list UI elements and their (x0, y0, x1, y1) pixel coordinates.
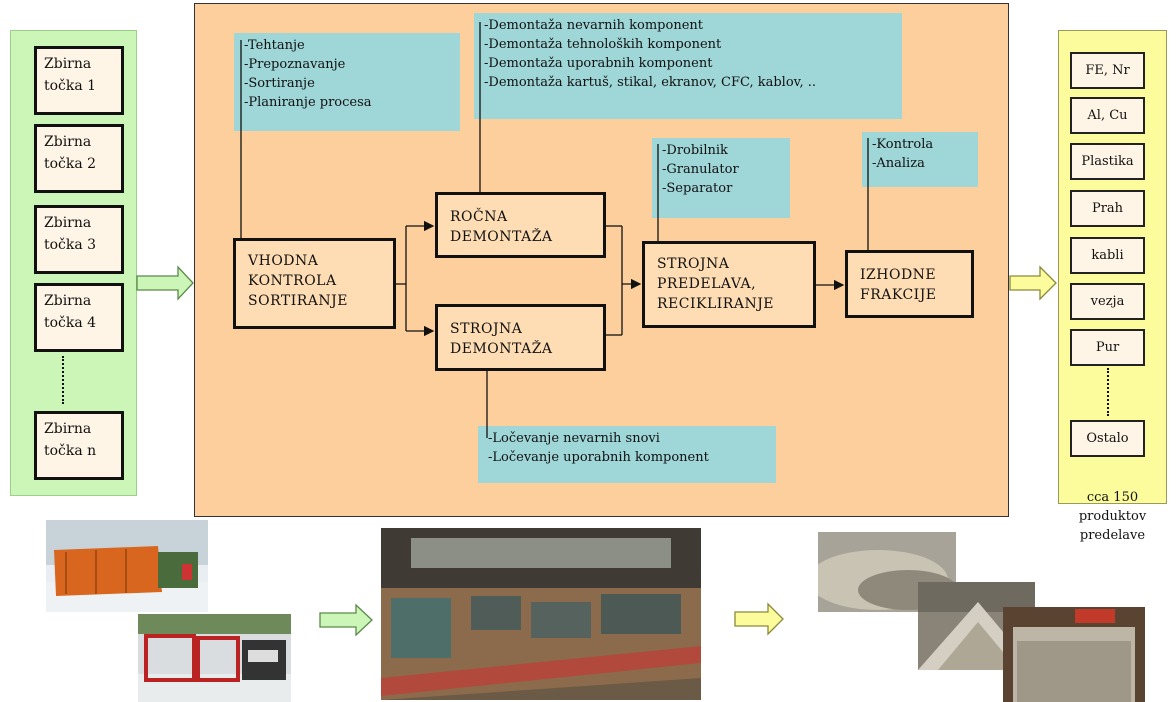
note-line: -Analiza (872, 156, 925, 171)
fraction-box: Prah (1070, 190, 1145, 227)
fraction-box: FE, Nr (1070, 52, 1145, 89)
ellipsis-dots (1107, 368, 1109, 416)
collection-point-label: točka n (44, 443, 97, 459)
box-label: STROJNA (450, 321, 523, 337)
note-line: -Ločevanje nevarnih snovi (488, 431, 660, 446)
fraction-box: Ostalo (1070, 420, 1145, 457)
fraction-box: Plastika (1070, 143, 1145, 180)
box-label: DEMONTAŽA (450, 341, 553, 357)
collection-point-2: Zbirna točka 2 (34, 124, 124, 193)
collection-point-3: Zbirna točka 3 (34, 205, 124, 274)
flow-lines (396, 220, 845, 337)
note-line: -Demontaža tehnoloških komponent (484, 37, 722, 52)
manual-dismantling-box: ROČNA DEMONTAŽA (435, 192, 606, 258)
machine-notes: -Ločevanje nevarnih snovi -Ločevanje upo… (478, 426, 776, 483)
box-label: PREDELAVA, (657, 276, 757, 292)
manual-notes: -Demontaža nevarnih komponent -Demontaža… (474, 13, 902, 119)
collection-point-label: Zbirna (44, 134, 92, 150)
output-arrow-icon (1009, 265, 1057, 301)
box-label: IZHODNE (860, 267, 937, 283)
fraction-box: Al, Cu (1070, 97, 1145, 134)
container-photo (46, 520, 208, 612)
note-line: -Granulator (662, 162, 739, 177)
box-label: SORTIRANJE (248, 293, 348, 309)
box-label: FRAKCIJE (860, 287, 937, 303)
bins-photo (138, 614, 291, 702)
note-line: -Demontaža kartuš, stikal, ekranov, CFC,… (484, 75, 817, 90)
input-arrow-icon (136, 265, 194, 301)
note-line: -Ločevanje uporabnih komponent (488, 450, 709, 465)
note-line: -Sortiranje (244, 76, 315, 91)
box-label: DEMONTAŽA (450, 229, 553, 245)
shredded-material-photo-3 (1003, 607, 1145, 702)
fraction-box: kabli (1070, 237, 1145, 274)
processing-notes: -Drobilnik -Granulator -Separator (652, 138, 790, 218)
note-leaders (240, 22, 869, 438)
note-line: -Separator (662, 181, 733, 196)
box-label: STROJNA (657, 256, 730, 272)
products-caption: cca 150 produktov predelave (1058, 488, 1167, 545)
collection-point-label: Zbirna (44, 56, 92, 72)
input-notes: -Tehtanje -Prepoznavanje -Sortiranje -Pl… (234, 33, 460, 131)
machine-processing-box: STROJNA PREDELAVA, RECIKLIRANJE (642, 241, 816, 328)
box-label: KONTROLA (248, 273, 337, 289)
note-line: -Drobilnik (662, 143, 728, 158)
output-fractions-box: IZHODNE FRAKCIJE (845, 250, 974, 318)
collection-point-1: Zbirna točka 1 (34, 46, 124, 115)
caption-line: cca 150 (1086, 490, 1139, 505)
photo-arrow-1-icon (319, 603, 373, 637)
note-line: -Planiranje procesa (244, 95, 372, 110)
machine-dismantling-box: STROJNA DEMONTAŽA (435, 304, 606, 371)
collection-point-label: točka 1 (44, 78, 97, 94)
output-notes: -Kontrola -Analiza (862, 132, 978, 187)
collection-point-n: Zbirna točka n (34, 411, 124, 480)
box-label: VHODNA (248, 253, 319, 269)
box-label: ROČNA (450, 209, 508, 225)
ellipsis-dots (62, 356, 64, 404)
input-control-box: VHODNA KONTROLA SORTIRANJE (233, 238, 396, 329)
caption-line: produktov (1078, 509, 1147, 524)
note-line: -Demontaža uporabnih komponent (484, 56, 713, 71)
collection-point-label: Zbirna (44, 421, 92, 437)
collection-point-label: Zbirna (44, 215, 92, 231)
collection-point-label: Zbirna (44, 293, 92, 309)
collection-point-label: točka 3 (44, 237, 97, 253)
note-line: -Demontaža nevarnih komponent (484, 18, 703, 33)
note-line: -Kontrola (872, 137, 934, 152)
dismantling-hall-photo (381, 528, 701, 700)
fraction-box: vezja (1070, 283, 1145, 320)
collection-point-label: točka 4 (44, 315, 97, 331)
note-line: -Prepoznavanje (244, 57, 346, 72)
collection-point-label: točka 2 (44, 156, 97, 172)
fraction-box: Pur (1070, 329, 1145, 366)
caption-line: predelave (1079, 528, 1146, 543)
photo-arrow-2-icon (734, 602, 784, 636)
collection-point-4: Zbirna točka 4 (34, 283, 124, 352)
note-line: -Tehtanje (244, 38, 305, 53)
box-label: RECIKLIRANJE (657, 296, 775, 312)
